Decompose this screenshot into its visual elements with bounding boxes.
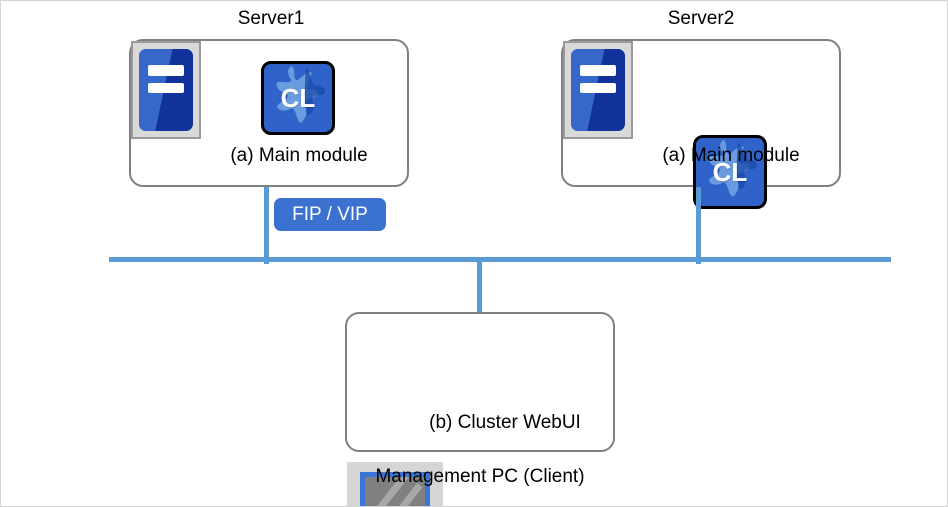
management-pc-box <box>345 312 615 452</box>
server1-network-link <box>264 187 269 264</box>
laptop-screen <box>360 472 430 506</box>
fip-vip-badge[interactable]: FIP / VIP <box>274 198 386 231</box>
cl-logo-text: CL <box>712 156 748 187</box>
cl-splash-decor <box>276 65 326 123</box>
cl-app-icon: CL <box>261 61 335 135</box>
laptop-icon <box>347 462 443 506</box>
server-rack-icon <box>131 41 201 139</box>
management-pc-title: Management PC (Client) <box>375 466 585 487</box>
server2-caption: (a) Main module <box>662 145 800 166</box>
cl-app-icon: CL <box>693 135 767 209</box>
server2-title: Server2 <box>667 8 735 29</box>
cl-logo-text: CL <box>280 82 316 113</box>
server-rack-icon <box>563 41 633 139</box>
cl-splash-decor <box>708 139 758 197</box>
server1-caption: (a) Main module <box>230 145 368 166</box>
network-bus-line <box>109 257 891 262</box>
server2-network-link <box>696 187 701 264</box>
client-caption: (b) Cluster WebUI <box>429 412 581 433</box>
client-network-link <box>477 260 482 314</box>
server1-title: Server1 <box>237 8 305 29</box>
